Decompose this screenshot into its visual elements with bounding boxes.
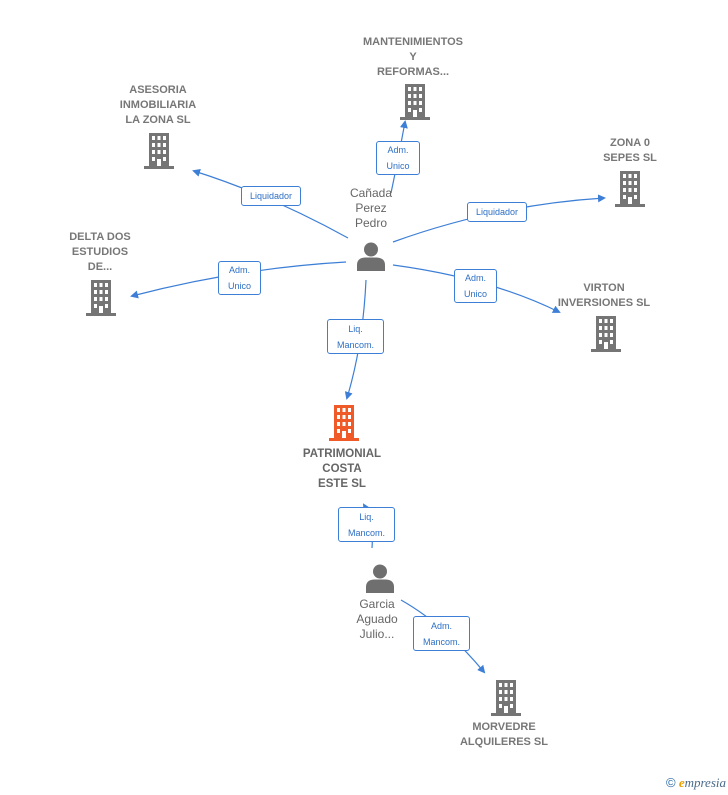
- building-icon[interactable]: [591, 316, 621, 352]
- company-label-zona0[interactable]: ZONA 0 SEPES SL: [580, 136, 680, 166]
- building-icon[interactable]: [86, 280, 116, 316]
- relation-text: Adm. Unico: [227, 265, 251, 291]
- brand-name: mpresia: [684, 775, 726, 790]
- company-name-line: VIRTON: [583, 282, 625, 294]
- company-label-virton[interactable]: VIRTON INVERSIONES SL: [549, 281, 659, 311]
- company-label-patrimonial[interactable]: PATRIMONIAL COSTA ESTE SL: [287, 447, 397, 492]
- person-name-line: Aguado: [356, 612, 398, 626]
- company-name-line: ASESORIA: [129, 84, 187, 96]
- brand-e: e: [678, 775, 685, 790]
- relation-text: Liq. Mancom.: [347, 511, 385, 538]
- company-label-mantenimientos[interactable]: MANTENIMIENTOS Y REFORMAS...: [358, 35, 468, 80]
- person-name-line: Cañada: [349, 186, 393, 200]
- person-label-garcia[interactable]: Garcia Aguado Julio...: [327, 597, 427, 642]
- company-label-delta[interactable]: DELTA DOS ESTUDIOS DE...: [50, 230, 150, 275]
- relation-text: Liquidador: [249, 191, 293, 201]
- company-name-line: ESTUDIOS: [71, 246, 129, 258]
- copyright-icon: ©: [665, 775, 676, 790]
- relation-label-liq-mancom[interactable]: Liq. Mancom.: [327, 319, 384, 354]
- company-name-line: MORVEDRE: [472, 721, 536, 733]
- relation-text: Liq. Mancom.: [336, 323, 374, 350]
- company-name-line: LA ZONA SL: [125, 114, 191, 126]
- relation-text: Adm. Unico: [386, 145, 410, 171]
- relation-label-liquidador[interactable]: Liquidador: [241, 186, 301, 206]
- relation-label-adm-unico[interactable]: Adm. Unico: [454, 269, 497, 303]
- relation-label-adm-unico[interactable]: Adm. Unico: [376, 141, 420, 175]
- company-name-line: MANTENIMIENTOS: [362, 36, 464, 48]
- person-name-line: Pedro: [354, 216, 388, 230]
- relation-label-liquidador[interactable]: Liquidador: [467, 202, 527, 222]
- relation-text: Adm. Unico: [463, 273, 487, 299]
- person-name-line: Perez: [355, 201, 387, 215]
- company-label-asesoria[interactable]: ASESORIA INMOBILIARIA LA ZONA SL: [100, 83, 216, 128]
- company-name-line: DE...: [87, 261, 113, 273]
- company-name-line: PATRIMONIAL: [302, 448, 382, 460]
- person-icon[interactable]: [365, 563, 395, 593]
- brand-footer[interactable]: © empresia: [666, 775, 726, 791]
- company-name-line: Y: [409, 51, 417, 63]
- company-name-line: ZONA 0: [610, 137, 650, 149]
- company-name-line: INMOBILIARIA: [119, 99, 197, 111]
- company-name-line: SEPES SL: [603, 152, 657, 164]
- relation-label-liq-mancom[interactable]: Liq. Mancom.: [338, 507, 395, 542]
- company-name-line: DELTA DOS: [69, 231, 131, 243]
- relation-label-adm-unico[interactable]: Adm. Unico: [218, 261, 261, 295]
- relation-text: Adm. Mancom.: [422, 620, 460, 647]
- relation-text: Liquidador: [475, 207, 519, 217]
- company-label-morvedre[interactable]: MORVEDRE ALQUILERES SL: [449, 720, 559, 750]
- company-name-line: REFORMAS...: [376, 66, 450, 78]
- relation-label-adm-mancom[interactable]: Adm. Mancom.: [413, 616, 470, 651]
- building-icon[interactable]: [144, 133, 174, 169]
- company-name-line: ESTE SL: [318, 478, 366, 490]
- building-icon[interactable]: [400, 84, 430, 120]
- person-name-line: Garcia: [359, 597, 395, 611]
- person-icon[interactable]: [356, 241, 386, 271]
- person-name-line: Julio...: [359, 627, 395, 641]
- person-label-canada[interactable]: Cañada Perez Pedro: [321, 186, 421, 231]
- building-icon[interactable]: [329, 405, 359, 441]
- building-icon[interactable]: [615, 171, 645, 207]
- company-name-line: ALQUILERES SL: [459, 736, 548, 748]
- company-name-line: INVERSIONES SL: [557, 297, 651, 309]
- company-name-line: COSTA: [322, 463, 362, 475]
- building-icon[interactable]: [491, 680, 521, 716]
